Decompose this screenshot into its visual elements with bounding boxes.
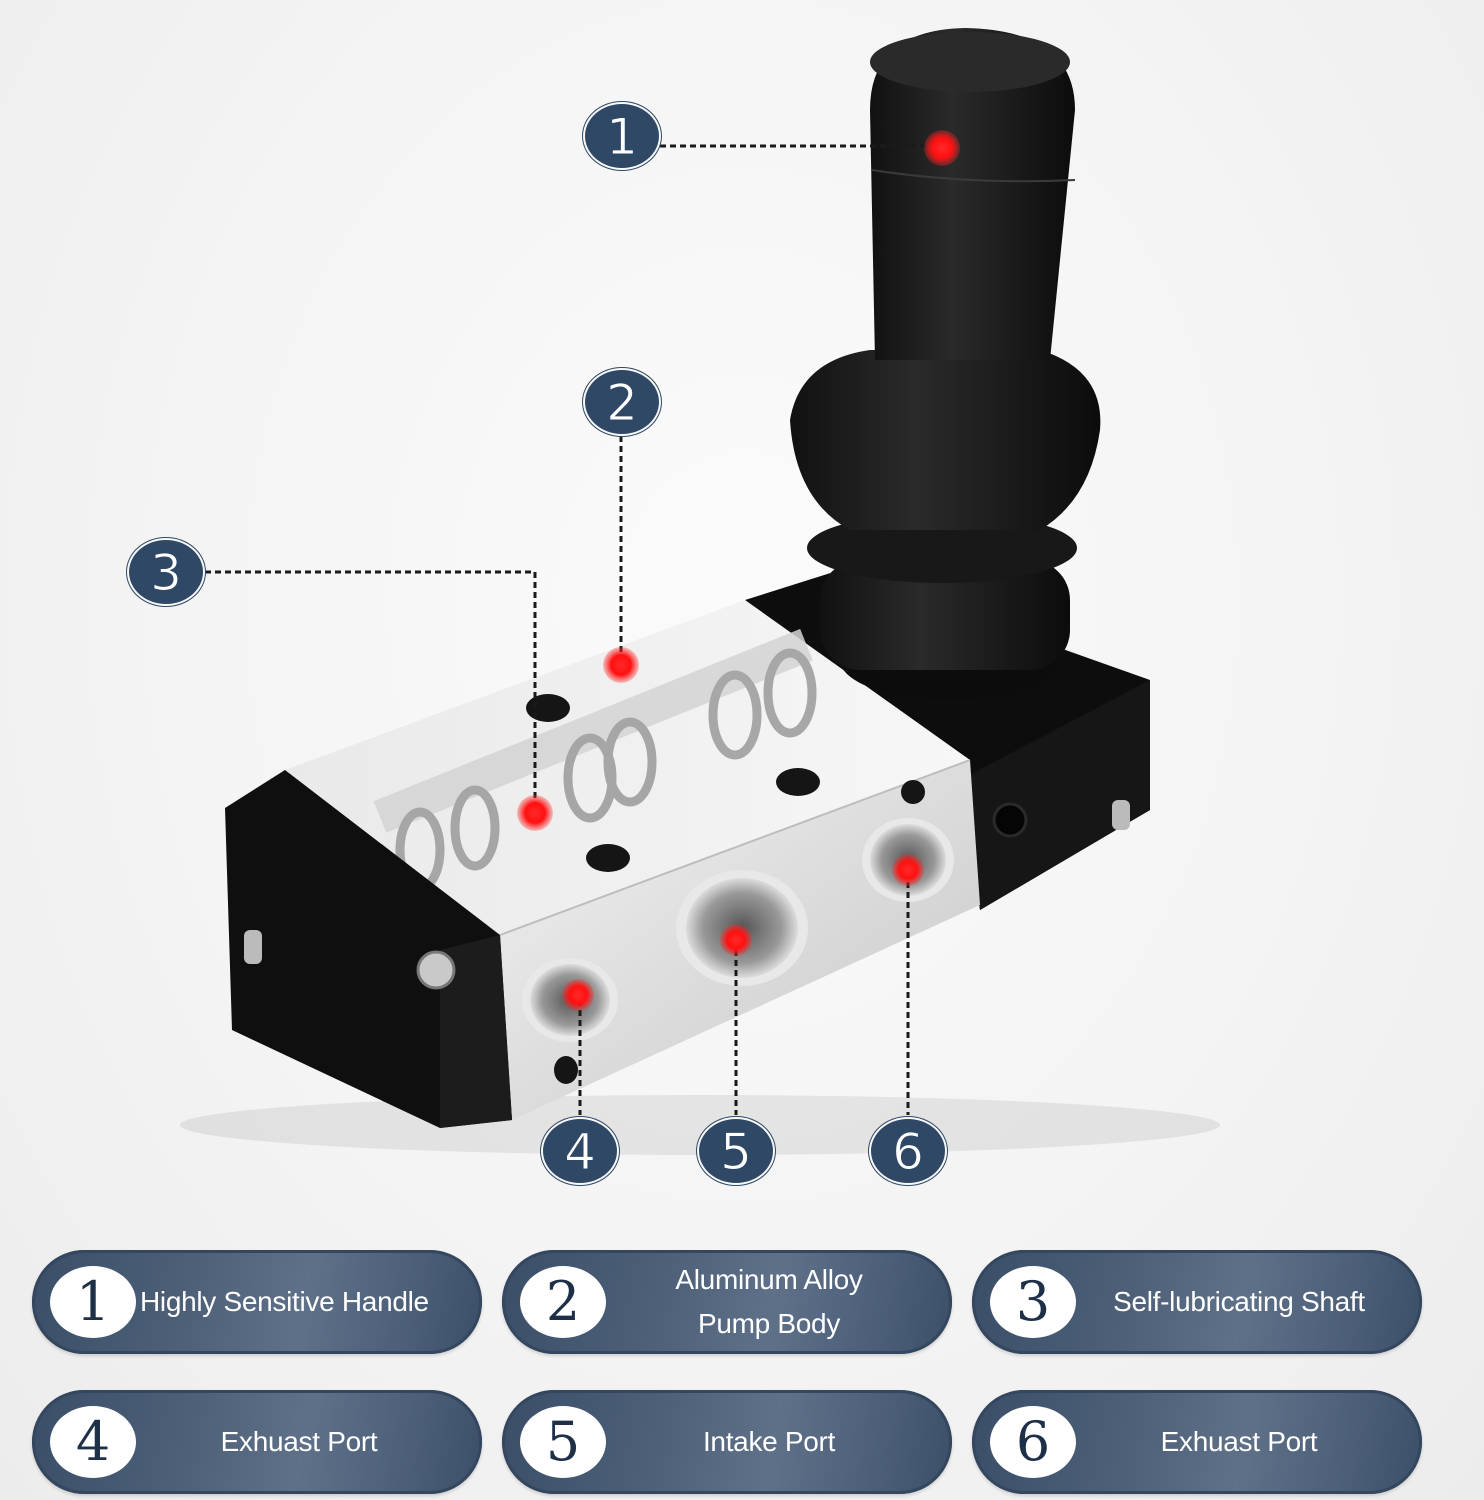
valve-drawing (180, 28, 1220, 1155)
callout-badge-2: 2 (583, 368, 661, 436)
product-illustration: 1 2 3 4 5 6 (127, 28, 1220, 1185)
legend-label-2: Aluminum Alloy Pump Body (606, 1250, 932, 1354)
legend-text: Exhuast Port (220, 1426, 378, 1457)
legend-number-5: 5 (520, 1406, 606, 1478)
legend-text: Highly Sensitive Handle (140, 1286, 429, 1317)
legend-item-exhaust-port-4: 4 Exhuast Port (32, 1390, 482, 1494)
red-markers (517, 130, 960, 1011)
legend-number-4: 4 (50, 1406, 136, 1478)
legend-label-4: Exhuast Port (136, 1390, 462, 1494)
legend-text: Self-lubricating Shaft (1113, 1286, 1365, 1317)
handle-knob (790, 28, 1101, 700)
legend-label-5: Intake Port (606, 1390, 932, 1494)
legend-number-1: 1 (50, 1266, 136, 1338)
callout-badge-6: 6 (869, 1117, 947, 1185)
legend-item-shaft: 3 Self-lubricating Shaft (972, 1250, 1422, 1354)
legend-number-6: 6 (990, 1406, 1076, 1478)
callout-badge-1: 1 (583, 102, 661, 170)
legend-item-pump-body: 2 Aluminum Alloy Pump Body (502, 1250, 952, 1354)
legend-item-exhaust-port-6: 6 Exhuast Port (972, 1390, 1422, 1494)
legend-label-3: Self-lubricating Shaft (1076, 1250, 1402, 1354)
legend-label-6: Exhuast Port (1076, 1390, 1402, 1494)
legend-number-2: 2 (520, 1266, 606, 1338)
legend-text: Exhuast Port (1160, 1426, 1318, 1457)
parts-legend: 1 Highly Sensitive Handle 2 Aluminum All… (32, 1250, 1432, 1494)
legend-text: Intake Port (702, 1426, 836, 1457)
legend-number-3: 3 (990, 1266, 1076, 1338)
legend-item-intake-port: 5 Intake Port (502, 1390, 952, 1494)
callout-badge-4: 4 (541, 1117, 619, 1185)
legend-label-1: Highly Sensitive Handle (136, 1250, 462, 1354)
legend-item-handle: 1 Highly Sensitive Handle (32, 1250, 482, 1354)
callout-badge-3: 3 (127, 538, 205, 606)
legend-text: Pump Body (697, 1308, 841, 1339)
legend-text: Aluminum Alloy (675, 1264, 863, 1295)
callout-badge-5: 5 (697, 1117, 775, 1185)
